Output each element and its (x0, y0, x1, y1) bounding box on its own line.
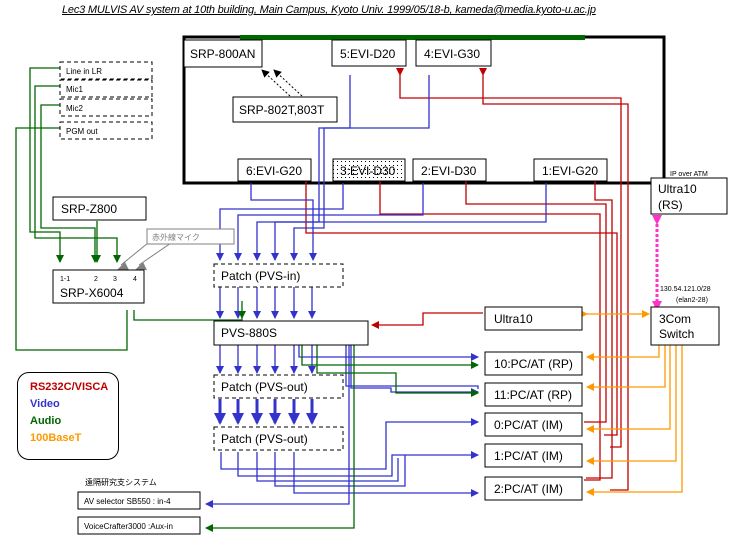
svg-text:AV selector SB550 : in-4: AV selector SB550 : in-4 (84, 497, 171, 506)
svg-text:赤外線マイク: 赤外線マイク (152, 232, 200, 242)
svg-text:Switch: Switch (659, 327, 694, 341)
audio-port-line-in[interactable]: Line in LR (59, 61, 153, 80)
svg-text:Ultra10: Ultra10 (494, 312, 533, 326)
svg-text:4: 4 (133, 276, 137, 283)
svg-text:Patch (PVS-out): Patch (PVS-out) (221, 432, 308, 446)
audio-port-mic1[interactable]: Mic1 (59, 79, 153, 98)
pvs-880s-box[interactable]: PVS-880S (213, 320, 369, 346)
ultra10-rs-box[interactable]: Ultra10 (RS) (650, 177, 728, 215)
svg-text:SRP-X6004: SRP-X6004 (60, 286, 124, 300)
audio-lines (15, 67, 479, 532)
legend-video: Video (30, 398, 60, 410)
video-output-lines (205, 345, 479, 508)
svg-text:6:EVI-G20: 6:EVI-G20 (246, 164, 302, 178)
svg-text:2: 2 (94, 276, 98, 283)
svg-text:Mic1: Mic1 (66, 85, 83, 94)
svg-text:2:EVI-D30: 2:EVI-D30 (421, 164, 477, 178)
ir-mic-lines (117, 242, 172, 270)
svg-text:0:PC/AT (IM): 0:PC/AT (IM) (494, 418, 563, 432)
video-lines (216, 75, 547, 374)
ip-over-atm-label: IP over ATM (670, 171, 708, 178)
srp-800an-box[interactable]: SRP-800AN (183, 39, 263, 68)
av-selector-box[interactable]: AV selector SB550 : in-4 (77, 491, 201, 510)
svg-text:5:EVI-D20: 5:EVI-D20 (340, 47, 396, 61)
voicecrafter-box[interactable]: VoiceCrafter3000 :Aux-in (77, 516, 201, 535)
svg-text:VoiceCrafter3000 :Aux-in: VoiceCrafter3000 :Aux-in (84, 522, 173, 531)
audio-port-mic2[interactable]: Mic2 (59, 98, 153, 117)
svg-text:(RS): (RS) (658, 198, 683, 212)
legend: RS232C/VISCA Video Audio 100BaseT (17, 372, 119, 460)
patch-pvs-out-2[interactable]: Patch (PVS-out) (213, 426, 344, 451)
camera-5-box[interactable]: 5:EVI-D20 (331, 39, 407, 67)
svg-text:1:EVI-G20: 1:EVI-G20 (542, 164, 598, 178)
srp-z800-box[interactable]: SRP-Z800 (52, 196, 147, 221)
diagram-title: Lec3 MULVIS AV system at 10th building, … (62, 4, 596, 16)
legend-audio: Audio (30, 415, 62, 427)
svg-text:Ultra10: Ultra10 (658, 182, 697, 196)
subnet-label: 130.54.121.0/28 (660, 286, 711, 293)
svg-text:SRP-802T,803T: SRP-802T,803T (239, 103, 325, 117)
svg-text:1:PC/AT (IM): 1:PC/AT (IM) (494, 449, 563, 463)
ultra10-box[interactable]: Ultra10 (484, 306, 583, 331)
audio-port-pgm-out[interactable]: PGM out (59, 121, 153, 140)
svg-text:SRP-Z800: SRP-Z800 (61, 202, 117, 216)
camera-1-box[interactable]: 1:EVI-G20 (533, 158, 608, 182)
camera-3-box[interactable]: 3:EVI-D30 (332, 158, 406, 182)
pc-2-box[interactable]: 2:PC/AT (IM) (484, 476, 583, 501)
svg-text:1-1: 1-1 (60, 276, 70, 283)
svg-text:Line in LR: Line in LR (66, 67, 102, 76)
remote-system-label: 遠隔研究支システム (85, 477, 157, 487)
video-patch-arrows (214, 399, 318, 425)
camera-6-box[interactable]: 6:EVI-G20 (237, 158, 312, 182)
camera-4-box[interactable]: 4:EVI-G30 (415, 39, 492, 67)
svg-text:11:PC/AT (RP): 11:PC/AT (RP) (494, 388, 572, 402)
srp-x6004-box[interactable]: 1-1 2 3 4 SRP-X6004 (52, 269, 145, 304)
patch-pvs-in[interactable]: Patch (PVS-in) (213, 263, 344, 288)
svg-text:3Com: 3Com (659, 312, 691, 326)
patch-pvs-out-1[interactable]: Patch (PVS-out) (213, 374, 344, 399)
svg-text:Patch (PVS-in): Patch (PVS-in) (221, 269, 300, 283)
pc-10-box[interactable]: 10:PC/AT (RP) (484, 351, 583, 376)
svg-text:SRP-800AN: SRP-800AN (190, 47, 255, 61)
srp-802t-box[interactable]: SRP-802T,803T (232, 96, 338, 123)
svg-text:2:PC/AT (IM): 2:PC/AT (IM) (494, 482, 563, 496)
pc-0-box[interactable]: 0:PC/AT (IM) (484, 412, 583, 437)
svg-text:10:PC/AT (RP): 10:PC/AT (RP) (494, 357, 573, 371)
ir-mic-label: 赤外線マイク (146, 228, 235, 245)
svg-text:PVS-880S: PVS-880S (221, 326, 277, 340)
svg-text:4:EVI-G30: 4:EVI-G30 (424, 47, 480, 61)
svg-text:PGM out: PGM out (66, 127, 98, 136)
svg-text:Mic2: Mic2 (66, 104, 83, 113)
svg-text:3:EVI-D30: 3:EVI-D30 (340, 164, 396, 178)
pc-11-box[interactable]: 11:PC/AT (RP) (484, 382, 583, 407)
svg-text:Patch (PVS-out): Patch (PVS-out) (221, 380, 308, 394)
legend-100baset: 100BaseT (30, 432, 82, 444)
svg-text:3: 3 (113, 276, 117, 283)
pc-1-box[interactable]: 1:PC/AT (IM) (484, 443, 583, 468)
elan-label: (elan2-28) (676, 297, 708, 304)
network-lines (580, 310, 686, 496)
legend-rs232c: RS232C/VISCA (30, 381, 109, 393)
camera-2-box[interactable]: 2:EVI-D30 (412, 158, 487, 182)
